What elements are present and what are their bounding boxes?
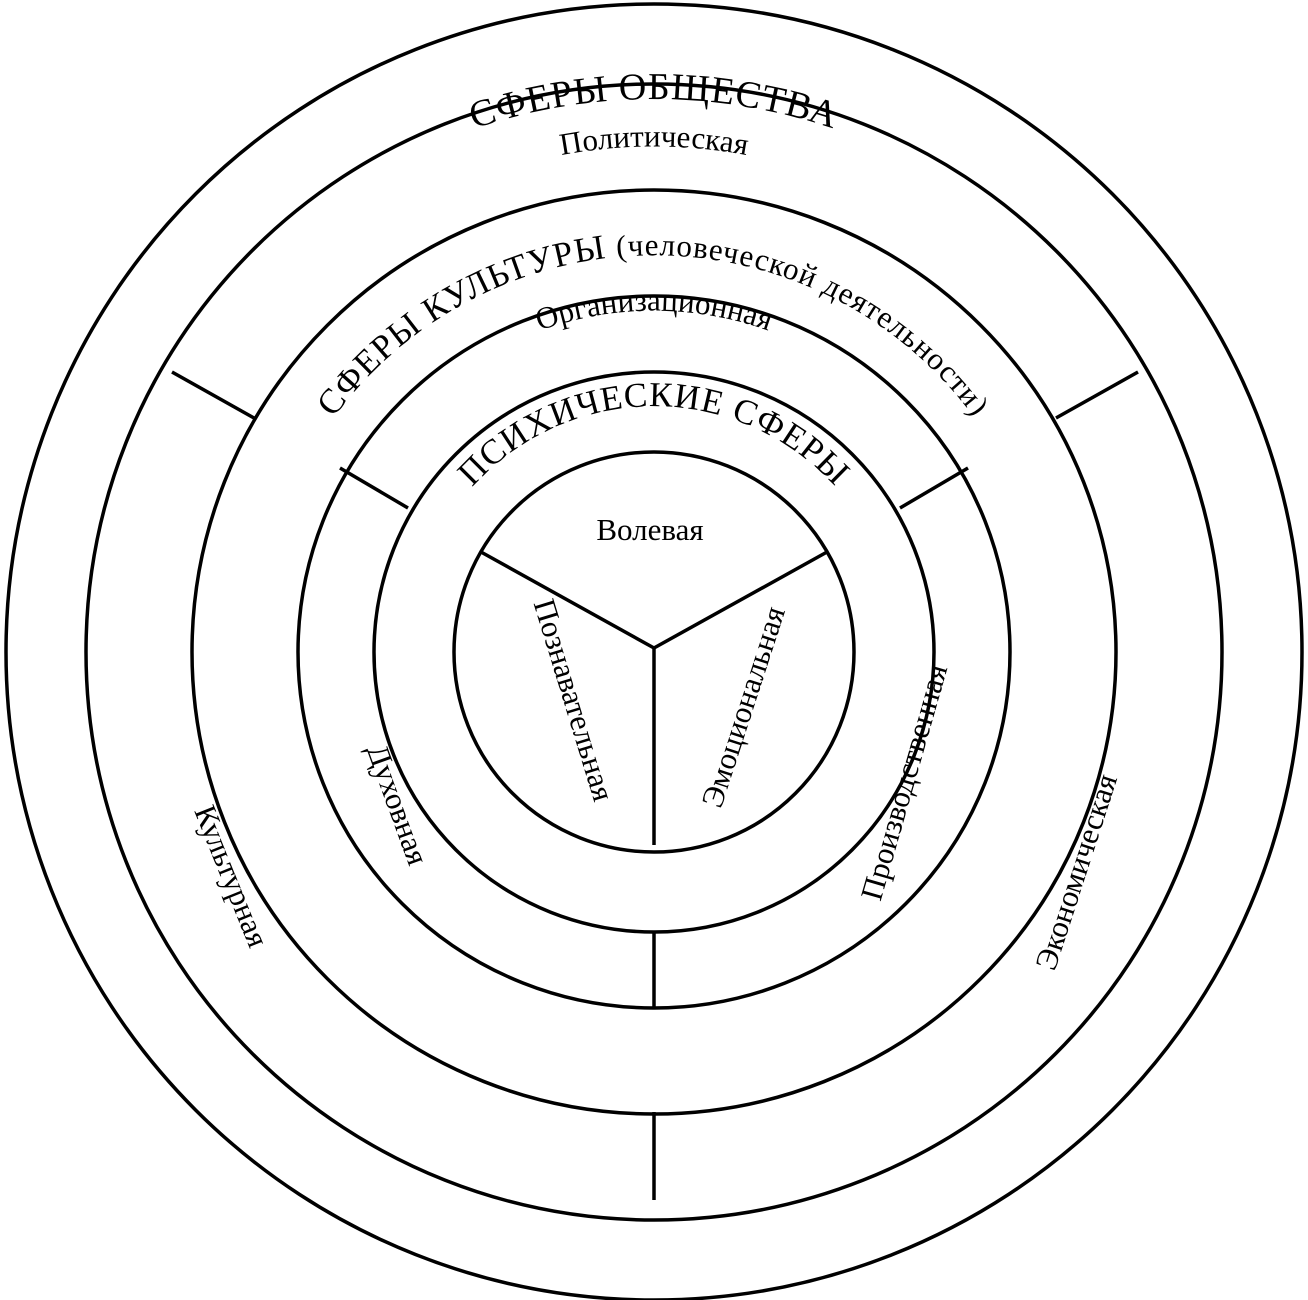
society-inner-ring	[84, 82, 1224, 1222]
cognitive-label: Познавательная	[527, 595, 622, 805]
society-divider-left	[171, 370, 255, 420]
society-ring	[4, 2, 1304, 1300]
spiritual-label: Духовная	[360, 739, 436, 869]
psyche-inner-ring	[452, 450, 856, 854]
society-divider-right	[1055, 370, 1139, 420]
culture-divider-left	[339, 466, 409, 510]
culture-divider-right	[899, 466, 969, 510]
psyche-divider-left	[480, 550, 655, 650]
organizational-label: Организационная	[531, 283, 778, 338]
cultural-label: Культурная	[187, 800, 276, 952]
volitional-label: Волевая	[596, 512, 703, 547]
economic-label: Экономическая	[1028, 770, 1124, 975]
emotional-label: Эмоциональная	[694, 602, 792, 812]
psyche-divider-right	[653, 550, 828, 650]
political-label: Политическая	[557, 118, 752, 161]
psyche-title: ПСИХИЧЕСКИЕ СФЕРЫ	[450, 375, 858, 493]
